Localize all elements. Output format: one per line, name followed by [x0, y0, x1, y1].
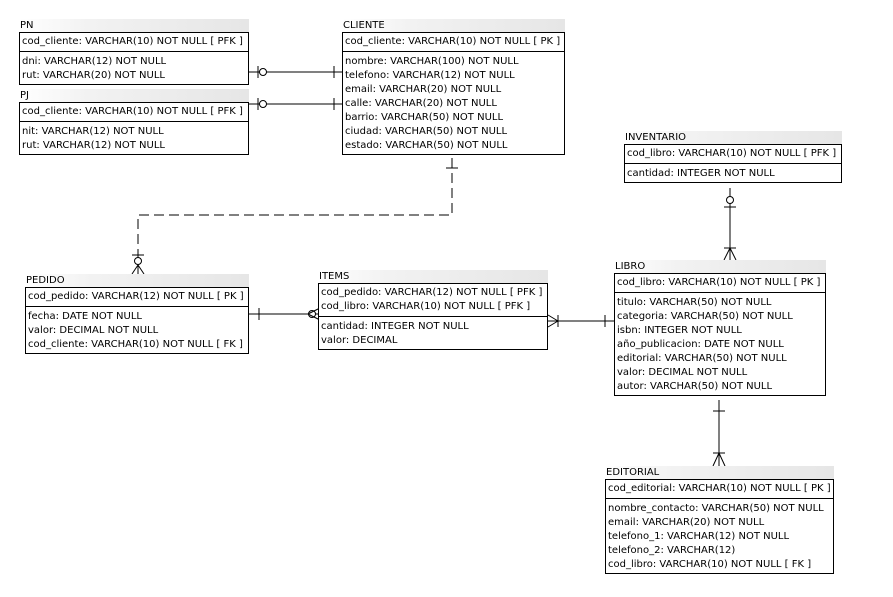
entity-box: cod_cliente: VARCHAR(10) NOT NULL [ PFK …	[19, 102, 249, 155]
attr-field: fecha: DATE NOT NULL	[28, 311, 142, 322]
entity-box: cod_editorial: VARCHAR(10) NOT NULL [ PK…	[605, 479, 834, 574]
attr-field: valor: DECIMAL NOT NULL	[28, 325, 159, 336]
key-section: cod_cliente: VARCHAR(10) NOT NULL [ PFK …	[20, 103, 248, 122]
attr-section: cantidad: INTEGER NOT NULL	[625, 164, 841, 182]
entity-title: INVENTARIO	[624, 131, 842, 144]
key-section: cod_pedido: VARCHAR(12) NOT NULL [ PFK ]…	[319, 284, 547, 317]
rel-cliente-pn	[248, 66, 344, 78]
attr-field: ciudad: VARCHAR(50) NOT NULL	[345, 126, 508, 137]
entity-libro[interactable]: LIBRO cod_libro: VARCHAR(10) NOT NULL [ …	[614, 260, 826, 396]
attr-field: nit: VARCHAR(12) NOT NULL	[22, 126, 164, 137]
entity-pn[interactable]: PN cod_cliente: VARCHAR(10) NOT NULL [ P…	[19, 19, 249, 85]
key-field: cod_pedido: VARCHAR(12) NOT NULL [ PK ]	[28, 291, 244, 302]
attr-section: titulo: VARCHAR(50) NOT NULL categoria: …	[615, 293, 825, 395]
key-field: cod_cliente: VARCHAR(10) NOT NULL [ PFK …	[22, 36, 243, 47]
key-section: cod_libro: VARCHAR(10) NOT NULL [ PFK ]	[625, 145, 841, 164]
entity-cliente[interactable]: CLIENTE cod_cliente: VARCHAR(10) NOT NUL…	[342, 19, 565, 155]
entity-box: cod_libro: VARCHAR(10) NOT NULL [ PK ] t…	[614, 273, 826, 396]
attr-field: nombre_contacto: VARCHAR(50) NOT NULL	[608, 503, 824, 514]
attr-field: categoria: VARCHAR(50) NOT NULL	[617, 311, 793, 322]
attr-field: telefono_2: VARCHAR(12)	[608, 545, 736, 556]
entity-box: cod_cliente: VARCHAR(10) NOT NULL [ PFK …	[19, 32, 249, 85]
attr-field: calle: VARCHAR(20) NOT NULL	[345, 98, 497, 109]
attr-field: titulo: VARCHAR(50) NOT NULL	[617, 297, 772, 308]
key-field: cod_cliente: VARCHAR(10) NOT NULL [ PFK …	[22, 106, 243, 117]
entity-title: PN	[19, 19, 249, 32]
attr-field: rut: VARCHAR(20) NOT NULL	[22, 70, 165, 81]
rel-pedido-items	[249, 307, 321, 321]
key-field: cod_cliente: VARCHAR(10) NOT NULL [ PK ]	[345, 36, 561, 47]
attr-field: cod_cliente: VARCHAR(10) NOT NULL [ FK ]	[28, 339, 243, 350]
key-field: cod_libro: VARCHAR(10) NOT NULL [ PFK ]	[321, 301, 531, 312]
attr-section: fecha: DATE NOT NULL valor: DECIMAL NOT …	[26, 307, 248, 353]
attr-field: barrio: VARCHAR(50) NOT NULL	[345, 112, 504, 123]
key-section: cod_cliente: VARCHAR(10) NOT NULL [ PK ]	[343, 33, 564, 52]
entity-box: cod_pedido: VARCHAR(12) NOT NULL [ PFK ]…	[318, 283, 548, 350]
attr-field: editorial: VARCHAR(50) NOT NULL	[617, 353, 787, 364]
attr-field: dni: VARCHAR(12) NOT NULL	[22, 56, 167, 67]
attr-field: valor: DECIMAL	[321, 335, 398, 346]
attr-field: año_publicacion: DATE NOT NULL	[617, 339, 784, 350]
attr-section: nombre_contacto: VARCHAR(50) NOT NULL em…	[606, 499, 833, 573]
key-section: cod_cliente: VARCHAR(10) NOT NULL [ PFK …	[20, 33, 248, 52]
rel-cliente-pj	[248, 98, 344, 110]
entity-title: EDITORIAL	[605, 466, 834, 479]
attr-field: cod_libro: VARCHAR(10) NOT NULL [ FK ]	[608, 559, 812, 570]
entity-title: PJ	[19, 89, 249, 102]
entity-box: cod_cliente: VARCHAR(10) NOT NULL [ PK ]…	[342, 32, 565, 155]
attr-field: telefono_1: VARCHAR(12) NOT NULL	[608, 531, 790, 542]
attr-field: email: VARCHAR(20) NOT NULL	[608, 517, 765, 528]
key-field: cod_libro: VARCHAR(10) NOT NULL [ PFK ]	[627, 148, 837, 159]
entity-pj[interactable]: PJ cod_cliente: VARCHAR(10) NOT NULL [ P…	[19, 89, 249, 155]
key-field: cod_pedido: VARCHAR(12) NOT NULL [ PFK ]	[321, 287, 543, 298]
attr-field: rut: VARCHAR(12) NOT NULL	[22, 140, 165, 151]
entity-title: CLIENTE	[342, 19, 565, 32]
attr-section: cantidad: INTEGER NOT NULL valor: DECIMA…	[319, 317, 547, 349]
entity-pedido[interactable]: PEDIDO cod_pedido: VARCHAR(12) NOT NULL …	[25, 274, 249, 354]
attr-field: estado: VARCHAR(50) NOT NULL	[345, 140, 508, 151]
attr-field: nombre: VARCHAR(100) NOT NULL	[345, 56, 519, 67]
rel-inventario-libro	[723, 188, 737, 261]
rel-cliente-pedido	[131, 158, 458, 275]
key-section: cod_libro: VARCHAR(10) NOT NULL [ PK ]	[615, 274, 825, 293]
attr-field: telefono: VARCHAR(12) NOT NULL	[345, 70, 515, 81]
rel-libro-editorial	[712, 400, 726, 467]
attr-field: email: VARCHAR(20) NOT NULL	[345, 84, 502, 95]
entity-title: PEDIDO	[25, 274, 249, 287]
entity-title: ITEMS	[318, 270, 548, 283]
entity-items[interactable]: ITEMS cod_pedido: VARCHAR(12) NOT NULL […	[318, 270, 548, 350]
attr-section: nit: VARCHAR(12) NOT NULL rut: VARCHAR(1…	[20, 122, 248, 154]
entity-box: cod_pedido: VARCHAR(12) NOT NULL [ PK ] …	[25, 287, 249, 354]
attr-field: autor: VARCHAR(50) NOT NULL	[617, 381, 773, 392]
key-field: cod_libro: VARCHAR(10) NOT NULL [ PK ]	[617, 277, 821, 288]
attr-field: isbn: INTEGER NOT NULL	[617, 325, 742, 336]
attr-field: valor: DECIMAL NOT NULL	[617, 367, 748, 378]
attr-field: cantidad: INTEGER NOT NULL	[321, 321, 469, 332]
key-section: cod_editorial: VARCHAR(10) NOT NULL [ PK…	[606, 480, 833, 499]
entity-inventario[interactable]: INVENTARIO cod_libro: VARCHAR(10) NOT NU…	[624, 131, 842, 183]
attr-section: nombre: VARCHAR(100) NOT NULL telefono: …	[343, 52, 564, 154]
attr-section: dni: VARCHAR(12) NOT NULL rut: VARCHAR(2…	[20, 52, 248, 84]
key-field: cod_editorial: VARCHAR(10) NOT NULL [ PK…	[608, 483, 831, 494]
entity-title: LIBRO	[614, 260, 826, 273]
rel-items-libro	[547, 314, 616, 328]
key-section: cod_pedido: VARCHAR(12) NOT NULL [ PK ]	[26, 288, 248, 307]
attr-field: cantidad: INTEGER NOT NULL	[627, 168, 775, 179]
entity-box: cod_libro: VARCHAR(10) NOT NULL [ PFK ] …	[624, 144, 842, 183]
entity-editorial[interactable]: EDITORIAL cod_editorial: VARCHAR(10) NOT…	[605, 466, 834, 574]
